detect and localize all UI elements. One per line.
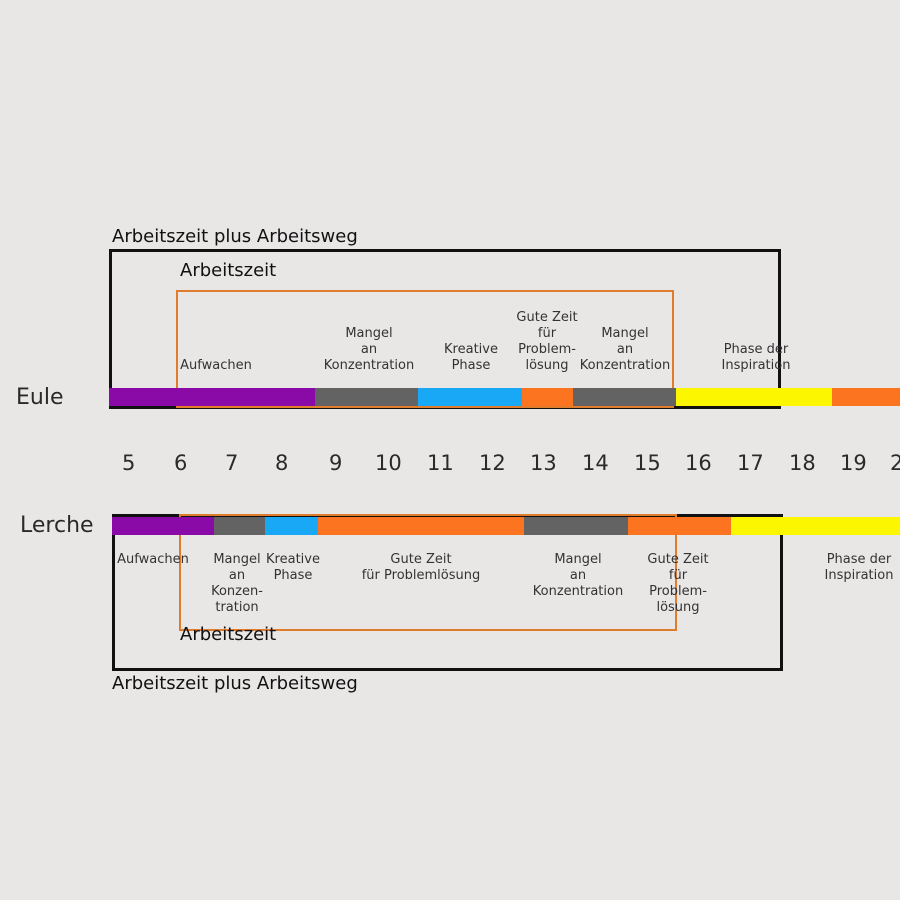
hour-8: 8 <box>275 451 289 475</box>
phase-label-line: Phase der <box>826 552 892 567</box>
phase-label-line: tration <box>215 600 259 615</box>
phase-label-line: Konzentration <box>323 358 415 373</box>
lerche-segment-aufwachen <box>112 517 214 535</box>
phase-label-line: für Problemlösung <box>361 568 481 583</box>
hour-14: 14 <box>582 451 609 475</box>
phase-label-line: Aufwachen <box>117 552 189 567</box>
eule-segment-inspiration-b <box>781 388 832 406</box>
hour-17: 17 <box>737 451 764 475</box>
phase-label-line: Phase <box>451 358 491 373</box>
lerche-segment-mangel-1 <box>214 517 265 535</box>
phase-label-line: Phase der <box>723 342 789 357</box>
lerche-segment-mangel-2 <box>524 517 628 535</box>
hour-13: 13 <box>530 451 557 475</box>
lerche-segment-gute-zeit-1 <box>318 517 524 535</box>
hour-11: 11 <box>427 451 454 475</box>
phase-label-line: Konzen- <box>211 584 263 599</box>
phase-label-line: Phase <box>273 568 313 583</box>
phase-label-line: Konzentration <box>579 358 671 373</box>
phase-label-line: Mangel <box>601 326 649 341</box>
phase-label-line: für <box>537 326 557 341</box>
phase-label-line: an <box>228 568 246 583</box>
phase-label-line: Mangel <box>554 552 602 567</box>
lerche-segment-kreativ <box>265 517 318 535</box>
phase-label-line: Kreative <box>266 552 320 567</box>
phase-label-line: Inspiration <box>721 358 791 373</box>
hour-12: 12 <box>479 451 506 475</box>
lerche-inner-box-label: Arbeitszeit <box>180 624 277 645</box>
phase-label-line: Inspiration <box>824 568 894 583</box>
phase-label-line: Aufwachen <box>180 358 252 373</box>
hour-9: 9 <box>329 451 343 475</box>
hour-15: 15 <box>634 451 661 475</box>
lerche-phase-aufwachen: Aufwachen <box>114 552 192 568</box>
eule-segment-inspiration-a <box>676 388 781 406</box>
phase-label-line: lösung <box>525 358 569 373</box>
eule-segment-mangel-2 <box>573 388 676 406</box>
lerche-segment-inspiration <box>731 517 900 535</box>
phase-label-line: an <box>569 568 587 583</box>
lerche-outer-box-label: Arbeitszeit plus Arbeitsweg <box>112 673 358 694</box>
eule-phase-aufwachen: Aufwachen <box>178 358 254 374</box>
eule-outer-box-label: Arbeitszeit plus Arbeitsweg <box>112 226 358 247</box>
phase-label-line: Konzentration <box>532 584 624 599</box>
eule-segment-kreativ <box>418 388 522 406</box>
eule-segment-mangel-1 <box>315 388 418 406</box>
phase-label-line: Problem- <box>518 342 576 357</box>
hour-7: 7 <box>225 451 239 475</box>
hour-6: 6 <box>174 451 188 475</box>
phase-label-line: Gute Zeit <box>647 552 709 567</box>
hour-10: 10 <box>375 451 402 475</box>
phase-label-line: Problem- <box>649 584 707 599</box>
hour-18: 18 <box>789 451 816 475</box>
phase-label-line: für <box>668 568 688 583</box>
eule-segment-gute-zeit <box>522 388 573 406</box>
phase-label-line: an <box>360 342 378 357</box>
lerche-label: Lerche <box>20 513 94 538</box>
eule-segment-aufwachen-b <box>178 388 315 406</box>
phase-label-line: lösung <box>656 600 700 615</box>
eule-inner-box-label: Arbeitszeit <box>180 260 277 281</box>
phase-label-line: Kreative <box>444 342 498 357</box>
phase-label-line: Mangel <box>213 552 261 567</box>
eule-segment-abend <box>832 388 900 406</box>
hour-19: 19 <box>840 451 867 475</box>
hour-16: 16 <box>685 451 712 475</box>
eule-segment-aufwachen-a <box>109 388 178 406</box>
eule-worktime-box <box>176 290 674 408</box>
hour-5: 5 <box>122 451 136 475</box>
hour-20-clipped: 2 <box>890 451 900 475</box>
phase-label-line: an <box>616 342 634 357</box>
phase-label-line: Mangel <box>345 326 393 341</box>
lerche-segment-gute-zeit-2 <box>628 517 731 535</box>
phase-label-line: Gute Zeit <box>516 310 578 325</box>
eule-label: Eule <box>16 385 64 410</box>
phase-label-line: Gute Zeit <box>390 552 452 567</box>
lerche-worktime-box <box>179 514 677 631</box>
